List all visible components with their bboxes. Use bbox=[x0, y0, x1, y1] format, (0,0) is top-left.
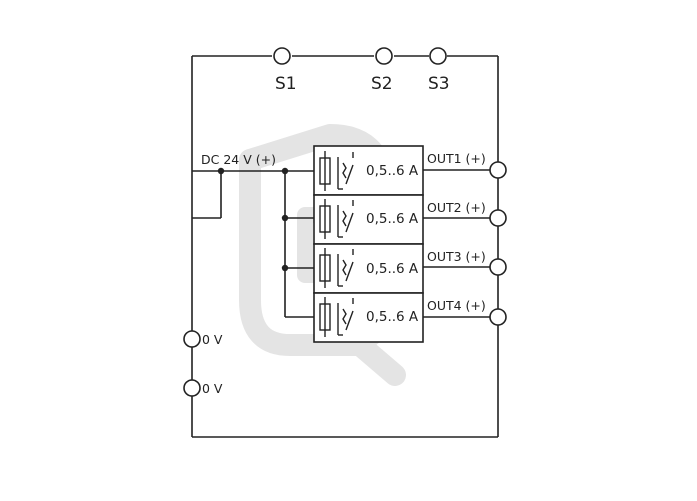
channel-4-rating: 0,5..6 A bbox=[366, 309, 419, 325]
terminal-s3-circle bbox=[429, 47, 447, 65]
output-2-label: OUT2 (+) bbox=[427, 200, 486, 215]
channel-4: 0,5..6 A OUT4 (+) bbox=[313, 292, 507, 343]
channel-2-rating: 0,5..6 A bbox=[366, 211, 419, 227]
breaker-symbol-icon bbox=[319, 297, 354, 337]
channel-4-box bbox=[313, 292, 424, 343]
output-3-terminal bbox=[489, 258, 507, 276]
terminal-s3-label: S3 bbox=[428, 74, 450, 94]
terminal-s2-circle bbox=[375, 47, 393, 65]
outer-frame bbox=[191, 55, 499, 438]
junction-supply-2 bbox=[281, 214, 289, 222]
supply-label: DC 24 V (+) bbox=[201, 152, 276, 167]
channel-3: 0,5..6 A OUT3 (+) bbox=[313, 243, 507, 294]
ground-terminal-1-label: 0 V bbox=[202, 332, 223, 347]
ground-terminals: 0 V 0 V bbox=[183, 330, 223, 397]
supply-bus: DC 24 V (+) bbox=[192, 152, 314, 318]
ground-terminal-2-circle bbox=[183, 379, 201, 397]
terminal-s2-label: S2 bbox=[371, 74, 393, 94]
breaker-symbol-icon bbox=[319, 199, 354, 239]
junction-supply-left bbox=[217, 167, 225, 175]
ground-terminal-2-label: 0 V bbox=[202, 381, 223, 396]
channel-1: 0,5..6 A OUT1 (+) bbox=[313, 145, 507, 196]
breaker-symbol-icon bbox=[319, 248, 354, 288]
channel-2-box bbox=[313, 194, 424, 245]
output-1-label: OUT1 (+) bbox=[427, 151, 486, 166]
output-4-label: OUT4 (+) bbox=[427, 298, 486, 313]
protection-module: 0,5..6 A OUT1 (+) 0,5..6 A OUT2 (+) bbox=[313, 145, 507, 343]
top-terminals: S1 S2 S3 bbox=[273, 47, 450, 94]
channel-2: 0,5..6 A OUT2 (+) bbox=[313, 194, 507, 245]
junction-supply-3 bbox=[281, 264, 289, 272]
output-1-terminal bbox=[489, 161, 507, 179]
terminal-s1-circle bbox=[273, 47, 291, 65]
channel-1-rating: 0,5..6 A bbox=[366, 163, 419, 179]
ground-terminal-1-circle bbox=[183, 330, 201, 348]
breaker-symbol-icon bbox=[319, 151, 354, 191]
output-3-label: OUT3 (+) bbox=[427, 249, 486, 264]
channel-3-box bbox=[313, 243, 424, 294]
output-4-terminal bbox=[489, 308, 507, 326]
terminal-s1-label: S1 bbox=[275, 74, 297, 94]
output-2-terminal bbox=[489, 209, 507, 227]
channel-3-rating: 0,5..6 A bbox=[366, 261, 419, 277]
